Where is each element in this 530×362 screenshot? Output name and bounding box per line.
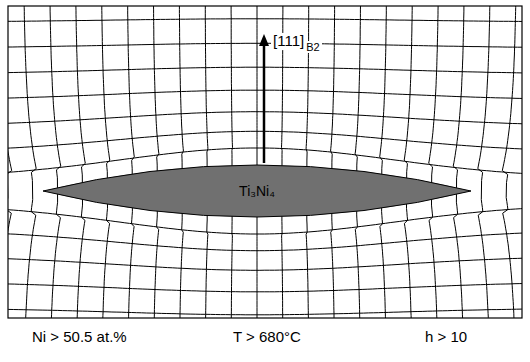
grid-line — [478, 6, 490, 318]
grid-line — [127, 6, 134, 318]
grid-line — [24, 6, 36, 318]
condition-note: T > 680°C — [233, 329, 301, 346]
grid-line — [8, 283, 522, 292]
grid-line — [355, 6, 361, 318]
precipitate-ellipse: Ti₃Ni₄ — [42, 164, 472, 218]
grid-line — [331, 6, 335, 318]
grid-line — [8, 19, 522, 22]
grid-line — [8, 309, 522, 315]
grid-line — [179, 6, 183, 318]
frame — [8, 6, 522, 318]
grid-line — [8, 232, 522, 251]
condition-note: Ni > 50.5 at.% — [32, 329, 127, 346]
direction-label: [111] — [271, 33, 306, 50]
phase-label: Ti₃Ni₄ — [239, 183, 275, 199]
grid-line — [453, 6, 464, 318]
grid-line — [153, 6, 159, 318]
grid-line — [257, 6, 258, 318]
grid-line — [205, 6, 208, 318]
grid-line — [429, 6, 439, 318]
grid-line — [8, 257, 522, 270]
grid-line — [76, 6, 86, 318]
grid-line — [502, 6, 516, 318]
grid-line — [404, 6, 412, 318]
grid-line — [380, 6, 387, 318]
direction-subscript: B2 — [304, 41, 321, 53]
grid-line — [282, 6, 283, 318]
grid-line — [102, 6, 110, 318]
grid-line — [231, 6, 232, 318]
condition-note: h > 10 — [425, 329, 467, 346]
grid-line — [50, 6, 61, 318]
